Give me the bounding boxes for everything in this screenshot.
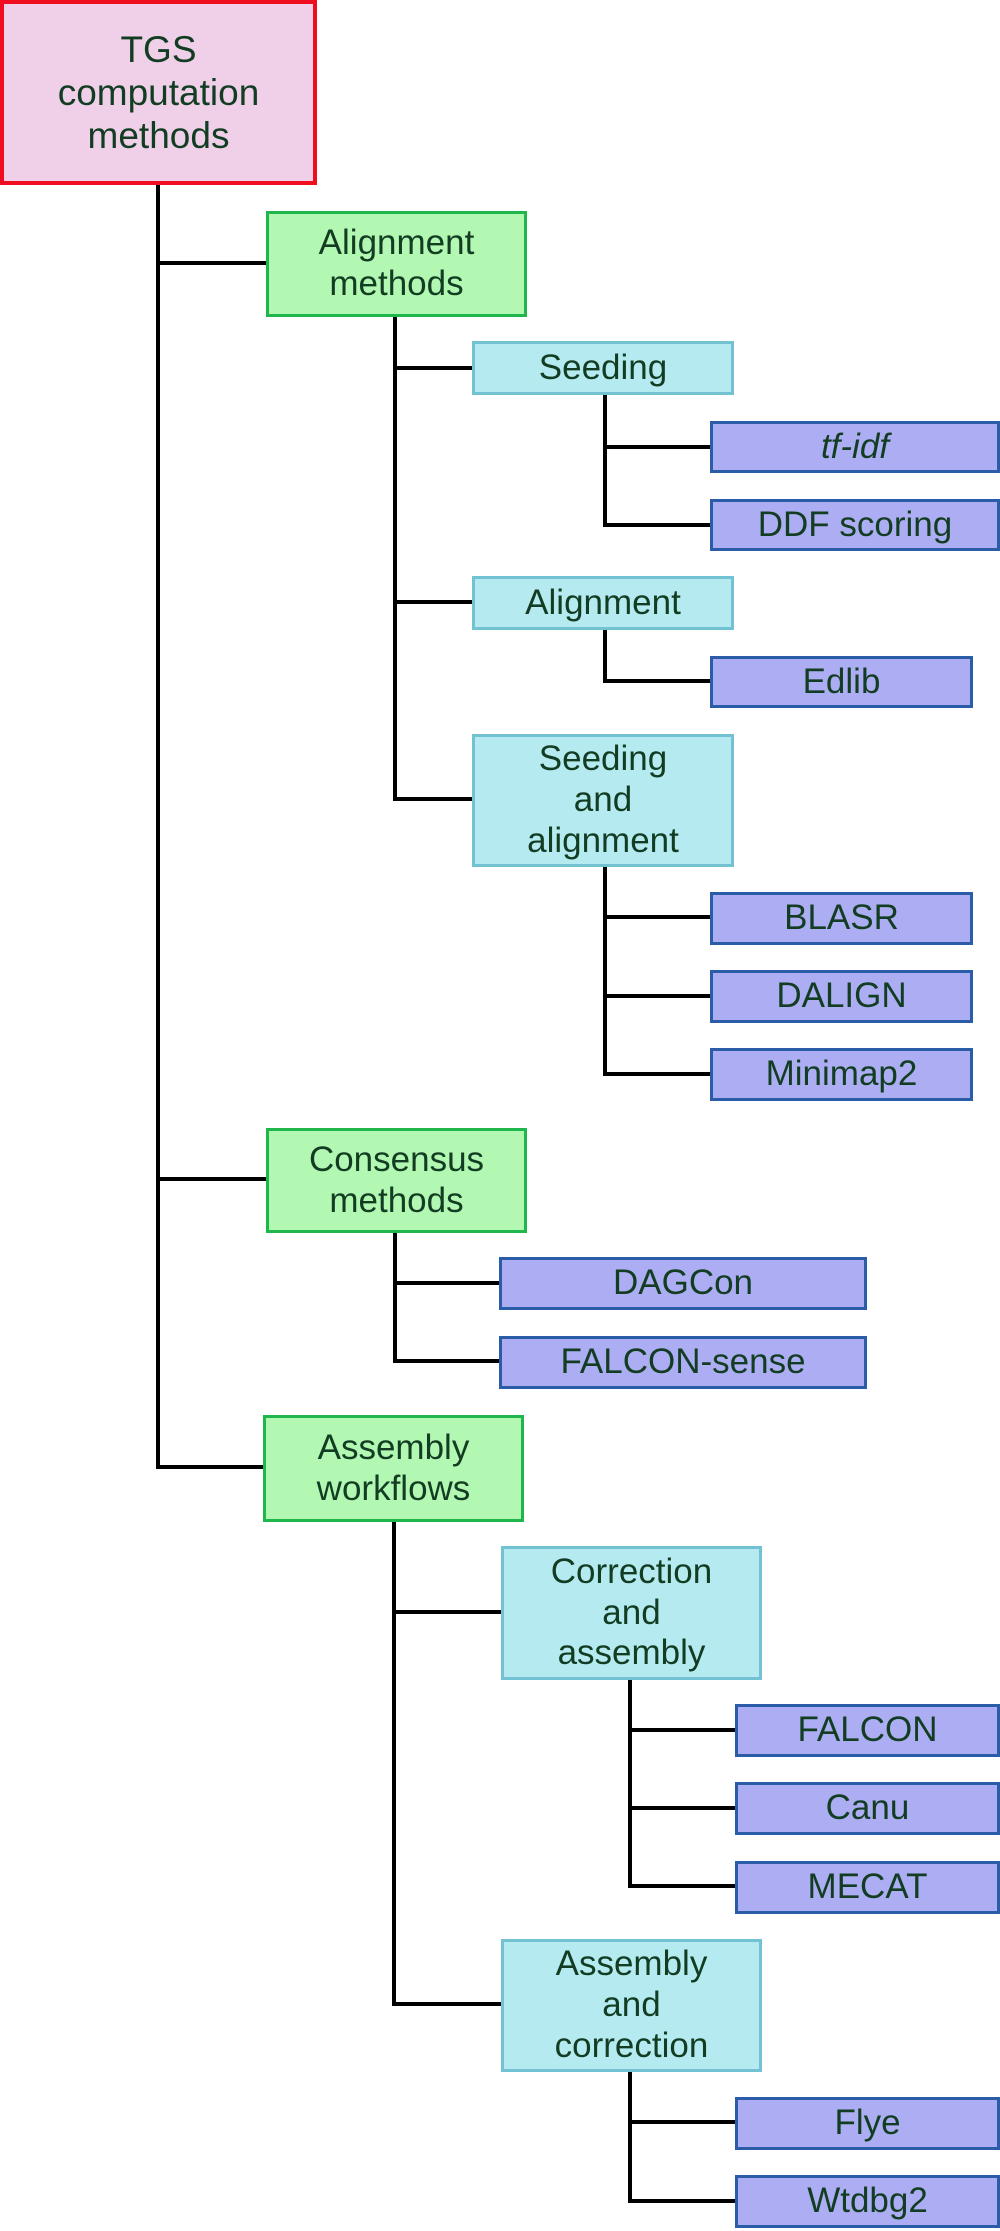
tool-minimap2: Minimap2: [710, 1048, 973, 1101]
tool-label: BLASR: [784, 898, 899, 938]
tool-label: Flye: [834, 2103, 901, 2143]
tool-mecat: MECAT: [735, 1861, 1000, 1914]
tool-tf-idf: tf-idf: [710, 421, 1000, 473]
category-assembly-workflows: Assembly workflows: [263, 1415, 524, 1522]
subcategory-label: Alignment: [525, 582, 681, 622]
tool-dalign: DALIGN: [710, 970, 973, 1023]
subcategory-seeding: Seeding: [472, 341, 734, 395]
category-alignment-methods: Alignment methods: [266, 211, 527, 317]
tool-label: DAGCon: [612, 1263, 754, 1303]
tool-edlib: Edlib: [710, 656, 973, 708]
category-label: Consensus methods: [308, 1139, 485, 1220]
tool-label: Wtdbg2: [807, 2181, 928, 2221]
tool-label: FALCON-sense: [560, 1342, 806, 1382]
category-consensus-methods: Consensus methods: [266, 1128, 527, 1233]
subcategory-label: Seeding and alignment: [527, 739, 679, 860]
tool-label: FALCON: [797, 1710, 938, 1750]
category-label: Alignment methods: [318, 223, 475, 303]
tool-label: DALIGN: [776, 976, 907, 1016]
subcategory-alignment: Alignment: [472, 576, 734, 630]
tool-label: Edlib: [802, 661, 881, 701]
tool-label: DDF scoring: [757, 504, 953, 544]
subcategory-seeding-and-alignment: Seeding and alignment: [472, 734, 734, 867]
tool-wtdbg2: Wtdbg2: [735, 2175, 1000, 2228]
subcategory-assembly-and-correction: Assembly and correction: [501, 1939, 762, 2072]
tool-blasr: BLASR: [710, 892, 973, 945]
tool-label: tf-idf: [820, 426, 890, 466]
tool-flye: Flye: [735, 2097, 1000, 2150]
tool-label: Canu: [825, 1788, 910, 1828]
subcategory-label: Correction and assembly: [550, 1551, 713, 1673]
tool-falcon: FALCON: [735, 1704, 1000, 1757]
tool-label: MECAT: [807, 1867, 928, 1907]
tool-dagcon: DAGCon: [499, 1257, 867, 1310]
subcategory-correction-and-assembly: Correction and assembly: [501, 1546, 762, 1680]
tool-falcon-sense: FALCON-sense: [499, 1336, 867, 1389]
root-label: TGS computation methods: [57, 28, 260, 157]
tool-ddf-scoring: DDF scoring: [710, 499, 1000, 551]
subcategory-label: Seeding: [538, 347, 668, 387]
tool-canu: Canu: [735, 1782, 1000, 1835]
root-node: TGS computation methods: [0, 0, 317, 185]
category-label: Assembly workflows: [316, 1427, 471, 1508]
tool-label: Minimap2: [765, 1054, 918, 1094]
subcategory-label: Assembly and correction: [554, 1944, 709, 2065]
